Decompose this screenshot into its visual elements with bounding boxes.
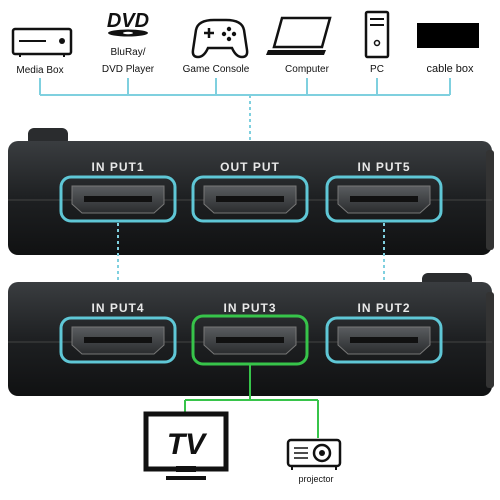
- port-label-input5: IN PUT5: [357, 160, 410, 174]
- unit-link-lines: [117, 223, 385, 300]
- hdmi-port-input1[interactable]: [59, 175, 177, 223]
- device-label-media-box: Media Box: [16, 65, 63, 76]
- projector-label: projector: [298, 474, 333, 484]
- dvd-logo-text: DVD: [107, 10, 149, 32]
- pc-tower-icon: [364, 10, 390, 59]
- hdmi-port-input3[interactable]: [191, 314, 309, 366]
- port-label-output: OUT PUT: [220, 160, 280, 174]
- device-label-game-console: Game Console: [183, 64, 250, 75]
- port-label-input2: IN PUT2: [357, 301, 410, 315]
- laptop-icon: [266, 16, 332, 55]
- projector-icon: [286, 438, 342, 470]
- hdmi-port-output[interactable]: [191, 175, 309, 223]
- device-bus-lines: [39, 78, 451, 150]
- tv-icon: [143, 411, 229, 480]
- hdmi-port-input2[interactable]: [325, 316, 443, 364]
- port-label-input3: IN PUT3: [223, 301, 276, 315]
- device-label-pc: PC: [370, 64, 384, 75]
- hdmi-port-input4[interactable]: [59, 316, 177, 364]
- tv-label: TV: [167, 428, 208, 461]
- output-lines: [184, 365, 319, 438]
- dvd-logo-icon: DVD: [107, 10, 149, 37]
- device-label-dvd-player: DVD Player: [102, 64, 155, 75]
- device-label-bluray: BluRay/: [110, 47, 145, 58]
- device-label-cable-box: cable box: [426, 63, 474, 75]
- port-label-input4: IN PUT4: [91, 301, 144, 315]
- game-controller-icon: [191, 18, 249, 59]
- hdmi-port-input5[interactable]: [325, 175, 443, 223]
- cable-box-icon: [417, 23, 479, 48]
- media-box-icon: [11, 27, 73, 57]
- port-label-input1: IN PUT1: [91, 160, 144, 174]
- device-label-computer: Computer: [285, 64, 330, 75]
